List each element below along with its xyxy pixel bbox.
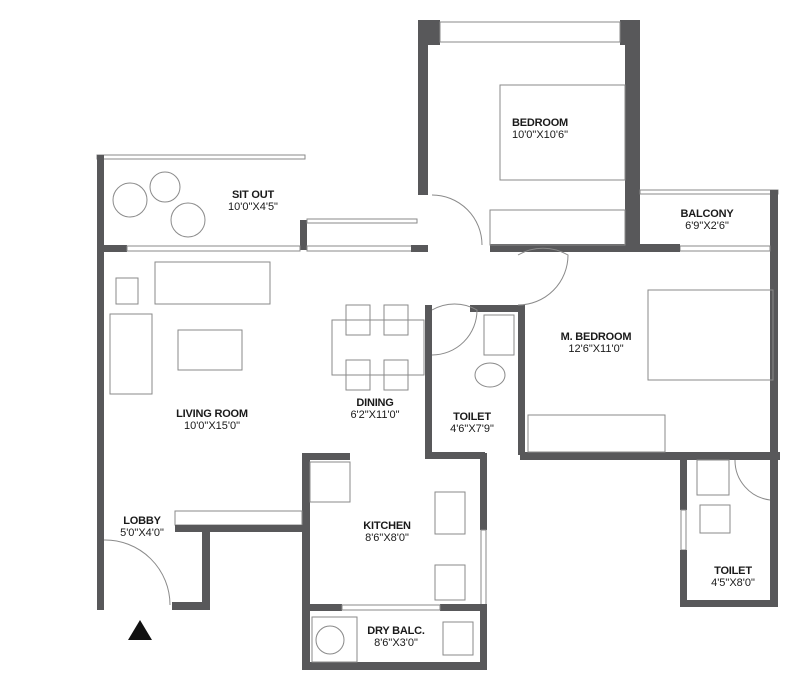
coffee-table	[177, 329, 243, 371]
room-label-dry-balcony: DRY BALC.8'6"X3'0"	[367, 625, 425, 649]
walls	[96, 20, 780, 670]
bed	[499, 84, 626, 181]
doors	[103, 194, 771, 606]
room-dims: 4'5"X8'0"	[711, 577, 755, 589]
room-dims: 10'0"X15'0"	[183, 420, 241, 432]
sofa	[154, 261, 271, 305]
room-name: DINING	[356, 397, 394, 409]
dining-table	[331, 319, 425, 376]
washing-machine	[311, 616, 358, 663]
furniture	[109, 84, 774, 663]
room-name: M. BEDROOM	[560, 331, 632, 343]
room-dims: 6'2"X11'0"	[350, 409, 400, 421]
room-name: LOBBY	[123, 515, 161, 527]
room-name: TOILET	[714, 565, 752, 577]
entrance-arrow-icon	[128, 620, 152, 640]
room-dims: 12'6"X11'0"	[568, 343, 624, 355]
room-name: LIVING ROOM	[176, 408, 248, 420]
room-name: BALCONY	[680, 208, 734, 220]
sink	[434, 564, 466, 601]
room-name: BEDROOM	[511, 117, 569, 129]
room-dims: 10'0"X4'5"	[228, 201, 278, 213]
room-dims: 4'6"X7'9"	[450, 423, 494, 435]
master-wardrobe	[527, 414, 666, 453]
room-name: SIT OUT	[232, 189, 274, 201]
room-dims: 10'0"X10'6"	[511, 129, 569, 141]
master-bed	[647, 289, 774, 381]
room-dims: 5'0"X4'0"	[120, 527, 164, 539]
room-name: KITCHEN	[363, 520, 411, 532]
room-dims: 8'6"X3'0"	[374, 637, 418, 649]
room-name: TOILET	[453, 411, 491, 423]
room-dims: 8'6"X8'0"	[365, 532, 409, 544]
room-name: DRY BALC.	[367, 625, 425, 637]
stove	[434, 491, 466, 535]
room-dims: 6'9"X2'6"	[685, 220, 729, 232]
wardrobe	[489, 209, 626, 246]
